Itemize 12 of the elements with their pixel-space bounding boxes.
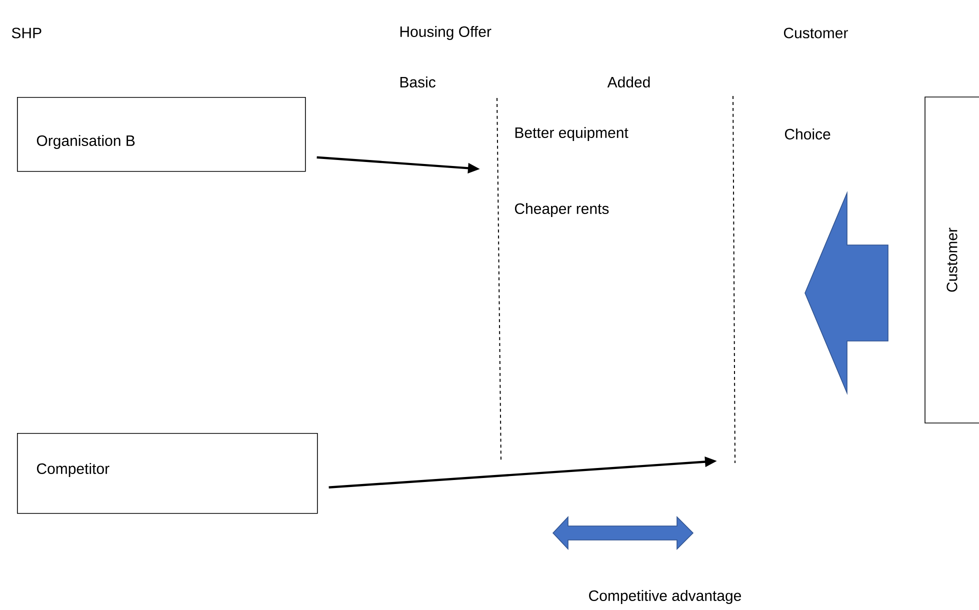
label-box: Competitor [17,433,318,514]
text-label: Cheaper rents [514,203,609,217]
text-label: Basic [400,76,436,88]
text-label: Added [607,76,650,88]
text-label: Customer [784,28,848,38]
text-label: Choice [784,128,830,140]
text-label: Better equipment [515,127,628,141]
text-label: Housing Offer [400,26,492,40]
label-box: Customer [924,96,979,424]
text-label: SHP [12,28,42,38]
label-box: Organisation B [17,97,306,172]
text-label: Competitive advantage [589,590,741,604]
